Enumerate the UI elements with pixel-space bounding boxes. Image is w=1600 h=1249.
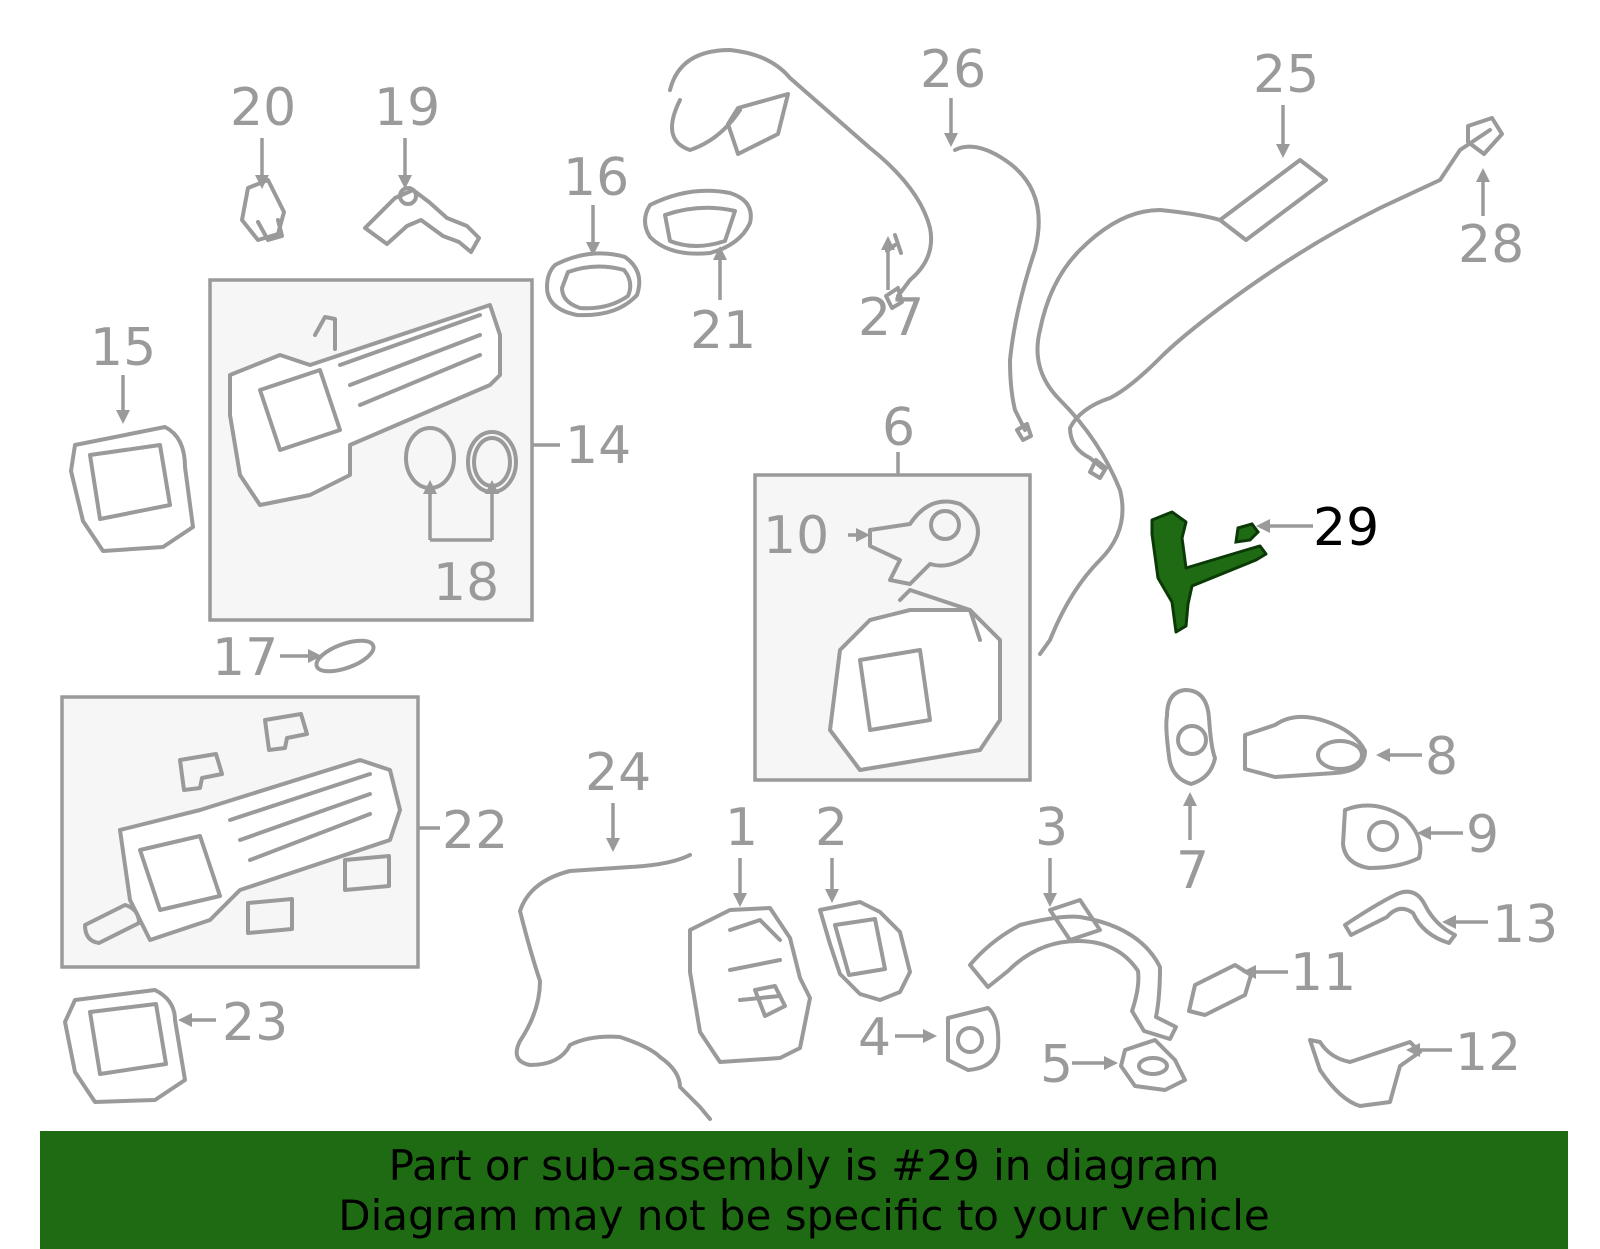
part-2-gasket: [818, 900, 912, 1002]
part-5-gasket: [1119, 1038, 1187, 1092]
callout-5: 5: [1040, 1035, 1073, 1095]
callout-1: 1: [725, 798, 758, 858]
callout-23: 23: [222, 993, 288, 1053]
part-17-seal-ring: [314, 638, 376, 674]
callout-3: 3: [1035, 798, 1068, 858]
callout-27: 27: [858, 288, 924, 348]
callout-26: 26: [920, 40, 986, 100]
part-12-bracket: [1308, 1038, 1422, 1108]
part-6-egr-valve-assembly: [828, 588, 1002, 772]
callout-7: 7: [1176, 841, 1209, 901]
part-3-pipe: [968, 898, 1178, 1041]
callout-16: 16: [563, 148, 629, 208]
callout-29: 29: [1313, 498, 1379, 558]
callout-13: 13: [1492, 895, 1558, 955]
callout-6: 6: [882, 398, 915, 458]
part-15-gasket: [69, 425, 195, 553]
part-22-egr-cooler: [83, 712, 402, 945]
part-1-egr-module: [688, 906, 812, 1064]
part-26-wire-harness: [953, 144, 1041, 442]
part-19-bracket: [363, 186, 481, 254]
callout-24: 24: [585, 743, 651, 803]
callout-14: 14: [565, 416, 631, 476]
banner-line-1: Part or sub-assembly is #29 in diagram: [388, 1141, 1220, 1190]
callout-22: 22: [442, 801, 508, 861]
part-28-wire-harness: [1068, 116, 1504, 480]
part-20-sensor: [240, 178, 286, 242]
part-21-cover: [643, 188, 753, 256]
part-16-gasket: [545, 251, 642, 318]
part-29-highlighted: [1150, 510, 1268, 634]
callout-8: 8: [1425, 727, 1458, 787]
info-banner: Part or sub-assembly is #29 in diagram D…: [40, 1131, 1568, 1249]
part-23-gasket: [63, 988, 187, 1104]
part-24-pipe: [514, 853, 712, 1121]
callout-4: 4: [858, 1008, 891, 1068]
banner-line-2: Diagram may not be specific to your vehi…: [338, 1191, 1270, 1240]
callout-11: 11: [1290, 943, 1356, 1003]
part-25-wire-harness: [1035, 158, 1328, 656]
callout-10: 10: [763, 506, 829, 566]
callout-20: 20: [230, 78, 296, 138]
callout-19: 19: [374, 78, 440, 138]
callout-17: 17: [212, 628, 278, 688]
part-13-hose: [1343, 889, 1457, 945]
callout-labels: 20 19 16 21 27 26 25 28 15 14 18 17 6 10…: [90, 40, 1558, 1095]
part-9-gasket: [1341, 803, 1423, 870]
part-8-connector: [1243, 714, 1367, 779]
callout-9: 9: [1466, 805, 1499, 865]
part-7-gasket: [1164, 688, 1217, 786]
callout-21: 21: [690, 301, 756, 361]
part-4-gasket: [946, 1006, 1001, 1072]
callout-15: 15: [90, 318, 156, 378]
callout-28: 28: [1458, 215, 1524, 275]
callout-18: 18: [433, 553, 499, 613]
leader-lines: [116, 98, 1490, 1070]
callout-12: 12: [1455, 1023, 1521, 1083]
part-14-egr-cooler: [228, 303, 502, 507]
callout-2: 2: [815, 798, 848, 858]
callout-25: 25: [1253, 45, 1319, 105]
part-11-bracket: [1187, 963, 1253, 1017]
part-27-wire-harness: [668, 48, 933, 310]
part-10-egr-valve: [868, 499, 980, 586]
